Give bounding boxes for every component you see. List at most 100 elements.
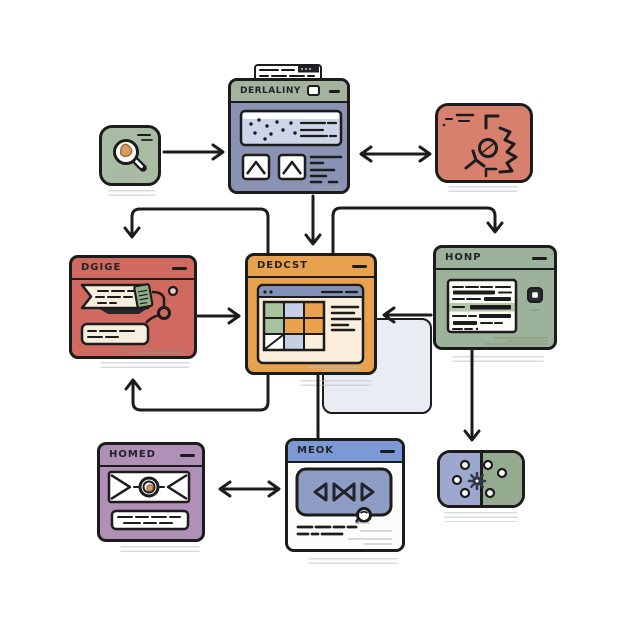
shadow-lines: [308, 558, 398, 564]
envelope-flaps: [110, 473, 188, 501]
shadow-lines: [300, 380, 372, 386]
dedcst-body: [248, 278, 374, 372]
magnifier-lens-blob: [119, 143, 133, 157]
browser-window: DERLALINY: [228, 78, 350, 194]
homed-content-sketch: [107, 470, 191, 531]
split-settings-tile: [437, 450, 525, 508]
honp-title: HONP: [445, 252, 482, 263]
connector-elbow: [151, 290, 166, 306]
gear-hub: [478, 138, 498, 158]
dgige-title: DGIGE: [81, 262, 122, 273]
search-tile: [99, 125, 161, 186]
note-card: [133, 283, 154, 310]
panel-text-lines: [299, 121, 338, 138]
mountain-icon: [282, 160, 302, 175]
arrow-branch-right-to-honp: [331, 206, 504, 258]
document-text-lines: [452, 286, 512, 330]
arrow-browser-to-dedcst: [304, 194, 322, 246]
titlebar-dash: [352, 264, 367, 268]
browser-title-bar: DERLALINY: [231, 81, 347, 103]
mini-toolbar-sketch: [259, 66, 319, 77]
dedcst-content-sketch: [256, 283, 365, 371]
text-box: [110, 509, 190, 531]
mountain-icon: [246, 160, 266, 175]
arrow-browser-gear-bidirectional: [359, 145, 432, 163]
caption-lines: [296, 525, 358, 536]
toolbar-dark-corner: [298, 66, 319, 73]
honp-content-sketch: [446, 278, 548, 345]
shadow-lines: [100, 362, 190, 368]
titlebar-dash: [329, 89, 340, 93]
titlebar-dash: [380, 449, 395, 453]
gear-bracket-stroke: [484, 114, 500, 130]
next-icon: [360, 482, 375, 502]
sketch-gear-icon: [442, 113, 518, 178]
dedcst-title-bar: DEDCST: [248, 256, 374, 278]
meok-title: MEOK: [297, 445, 335, 456]
meok-window: MEOK: [285, 438, 405, 552]
dgige-title-bar: DGIGE: [72, 258, 194, 280]
node-dot: [167, 285, 179, 297]
meok-title-bar: MEOK: [288, 441, 402, 463]
homed-title-bar: HOMED: [100, 445, 202, 467]
banner-text-lines: [95, 290, 137, 304]
dgige-body: [72, 280, 194, 356]
homed-body: [100, 467, 202, 539]
thumbnail-box: [241, 153, 271, 181]
loop-knob-icon: [356, 507, 372, 523]
arrow-branch-left-to-dgige: [123, 207, 270, 258]
split-tile-sketch: [451, 459, 508, 499]
homed-title: HOMED: [109, 449, 156, 460]
meok-body: [288, 463, 402, 549]
shadow-lines: [444, 512, 518, 522]
honp-window: HONP: [433, 245, 557, 350]
dgige-window: DGIGE: [69, 255, 197, 359]
titlebar-dash: [180, 453, 195, 457]
node-ring: [157, 306, 171, 320]
text-box: [80, 322, 150, 346]
document-bars: [453, 290, 511, 325]
gear-icon: [467, 471, 487, 491]
dgige-content-sketch: [80, 283, 182, 354]
arrow-homed-meok-bidirectional: [218, 480, 281, 498]
browser-title: DERLALINY: [240, 85, 301, 96]
arrow-honp-to-split-tile: [463, 349, 481, 442]
shadow-lines: [120, 546, 200, 552]
box-text-lines: [87, 330, 135, 338]
bowtie-icon: [332, 482, 356, 502]
grid-diagonal-line: [264, 334, 284, 350]
gear-teeth-stroke: [498, 126, 518, 174]
browser-body: [231, 103, 347, 191]
arrow-dedcst-loop-to-dgige: [124, 374, 270, 412]
previous-icon: [313, 482, 328, 502]
arrow-search-to-browser: [162, 143, 225, 161]
shadow-lines: [452, 356, 544, 362]
titlebar-dash: [532, 256, 547, 260]
thumbnail-box: [277, 153, 307, 181]
magnifier-icon: [113, 134, 153, 177]
dedcst-window: DEDCST: [245, 253, 377, 375]
seal-blob: [146, 484, 154, 492]
titlebar-dash: [172, 266, 187, 270]
box-text-lines: [117, 516, 181, 524]
honp-body: [436, 270, 554, 347]
homed-window: HOMED: [97, 442, 205, 542]
side-text-lines: [330, 305, 362, 332]
caption-lines: [309, 155, 343, 184]
shadow-lines: [108, 190, 156, 196]
scatter-dots: [249, 118, 297, 141]
arrow-dgige-to-dedcst: [196, 307, 241, 325]
banner-shadow: [98, 308, 148, 314]
media-controls: [313, 482, 375, 502]
node-dots: [451, 459, 508, 499]
honp-title-bar: HONP: [436, 248, 554, 270]
calendar-grid: [262, 300, 326, 352]
dedcst-title: DEDCST: [257, 260, 308, 271]
shadow-lines: [448, 186, 518, 192]
meok-content-sketch: [295, 467, 393, 545]
browser-content-sketch: [239, 109, 343, 191]
process-tile: [435, 103, 533, 183]
browser-titlebar-button: [307, 85, 320, 96]
